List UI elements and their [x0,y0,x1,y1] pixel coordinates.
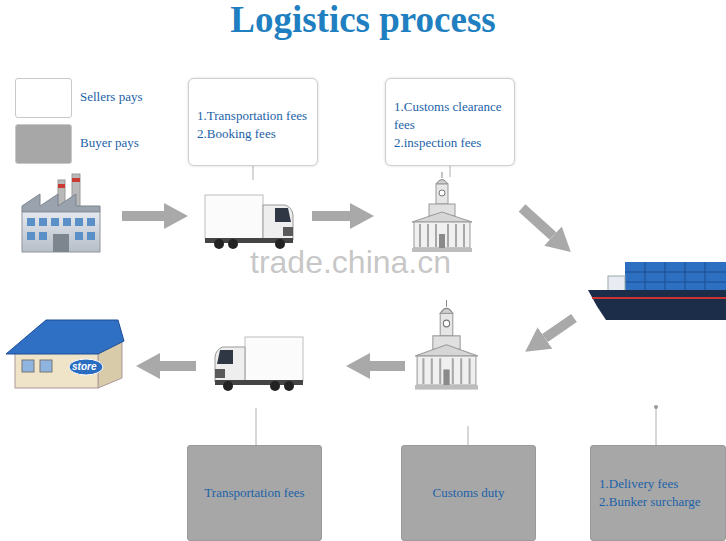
diagram-title: Logistics process [0,0,726,43]
leader-dot [654,405,658,409]
cost-box: 1.Customs clearance fees2.inspection fee… [385,78,515,166]
cost-text: Customs duty [410,484,527,502]
cost-text: 2.Bunker surcharge [599,493,717,511]
cost-box: Customs duty [401,445,536,541]
cost-text: 2.inspection fees [394,134,506,152]
legend-label: Buyer pays [80,135,139,151]
truck-icon [205,195,293,249]
customs-building-icon [415,300,478,390]
legend-swatch [15,124,72,164]
legend-swatch [15,78,72,118]
sign-text: store [72,361,96,373]
truck-icon [215,337,303,391]
cost-box: 1.Delivery fees2.Bunker surcharge [590,445,726,541]
customs-building-icon [412,172,472,252]
cost-text: 1.Delivery fees [599,475,717,493]
cost-box: 1.Transportation fees2.Booking fees [188,78,318,166]
legend-label: Sellers pays [80,89,142,105]
cost-text: 1.Transportation fees [197,107,309,125]
flow-arrow [122,208,574,366]
cost-box: Transportation fees [187,445,322,541]
cost-text: Transportation fees [196,484,313,502]
cost-text: 2.Booking fees [197,125,309,143]
watermark: trade.china.cn [250,244,451,280]
store-icon [6,320,124,388]
ship-icon [588,262,726,320]
leader-line [253,166,656,445]
cost-text: 1.Customs clearance fees [394,98,506,134]
factory-icon [22,174,100,252]
